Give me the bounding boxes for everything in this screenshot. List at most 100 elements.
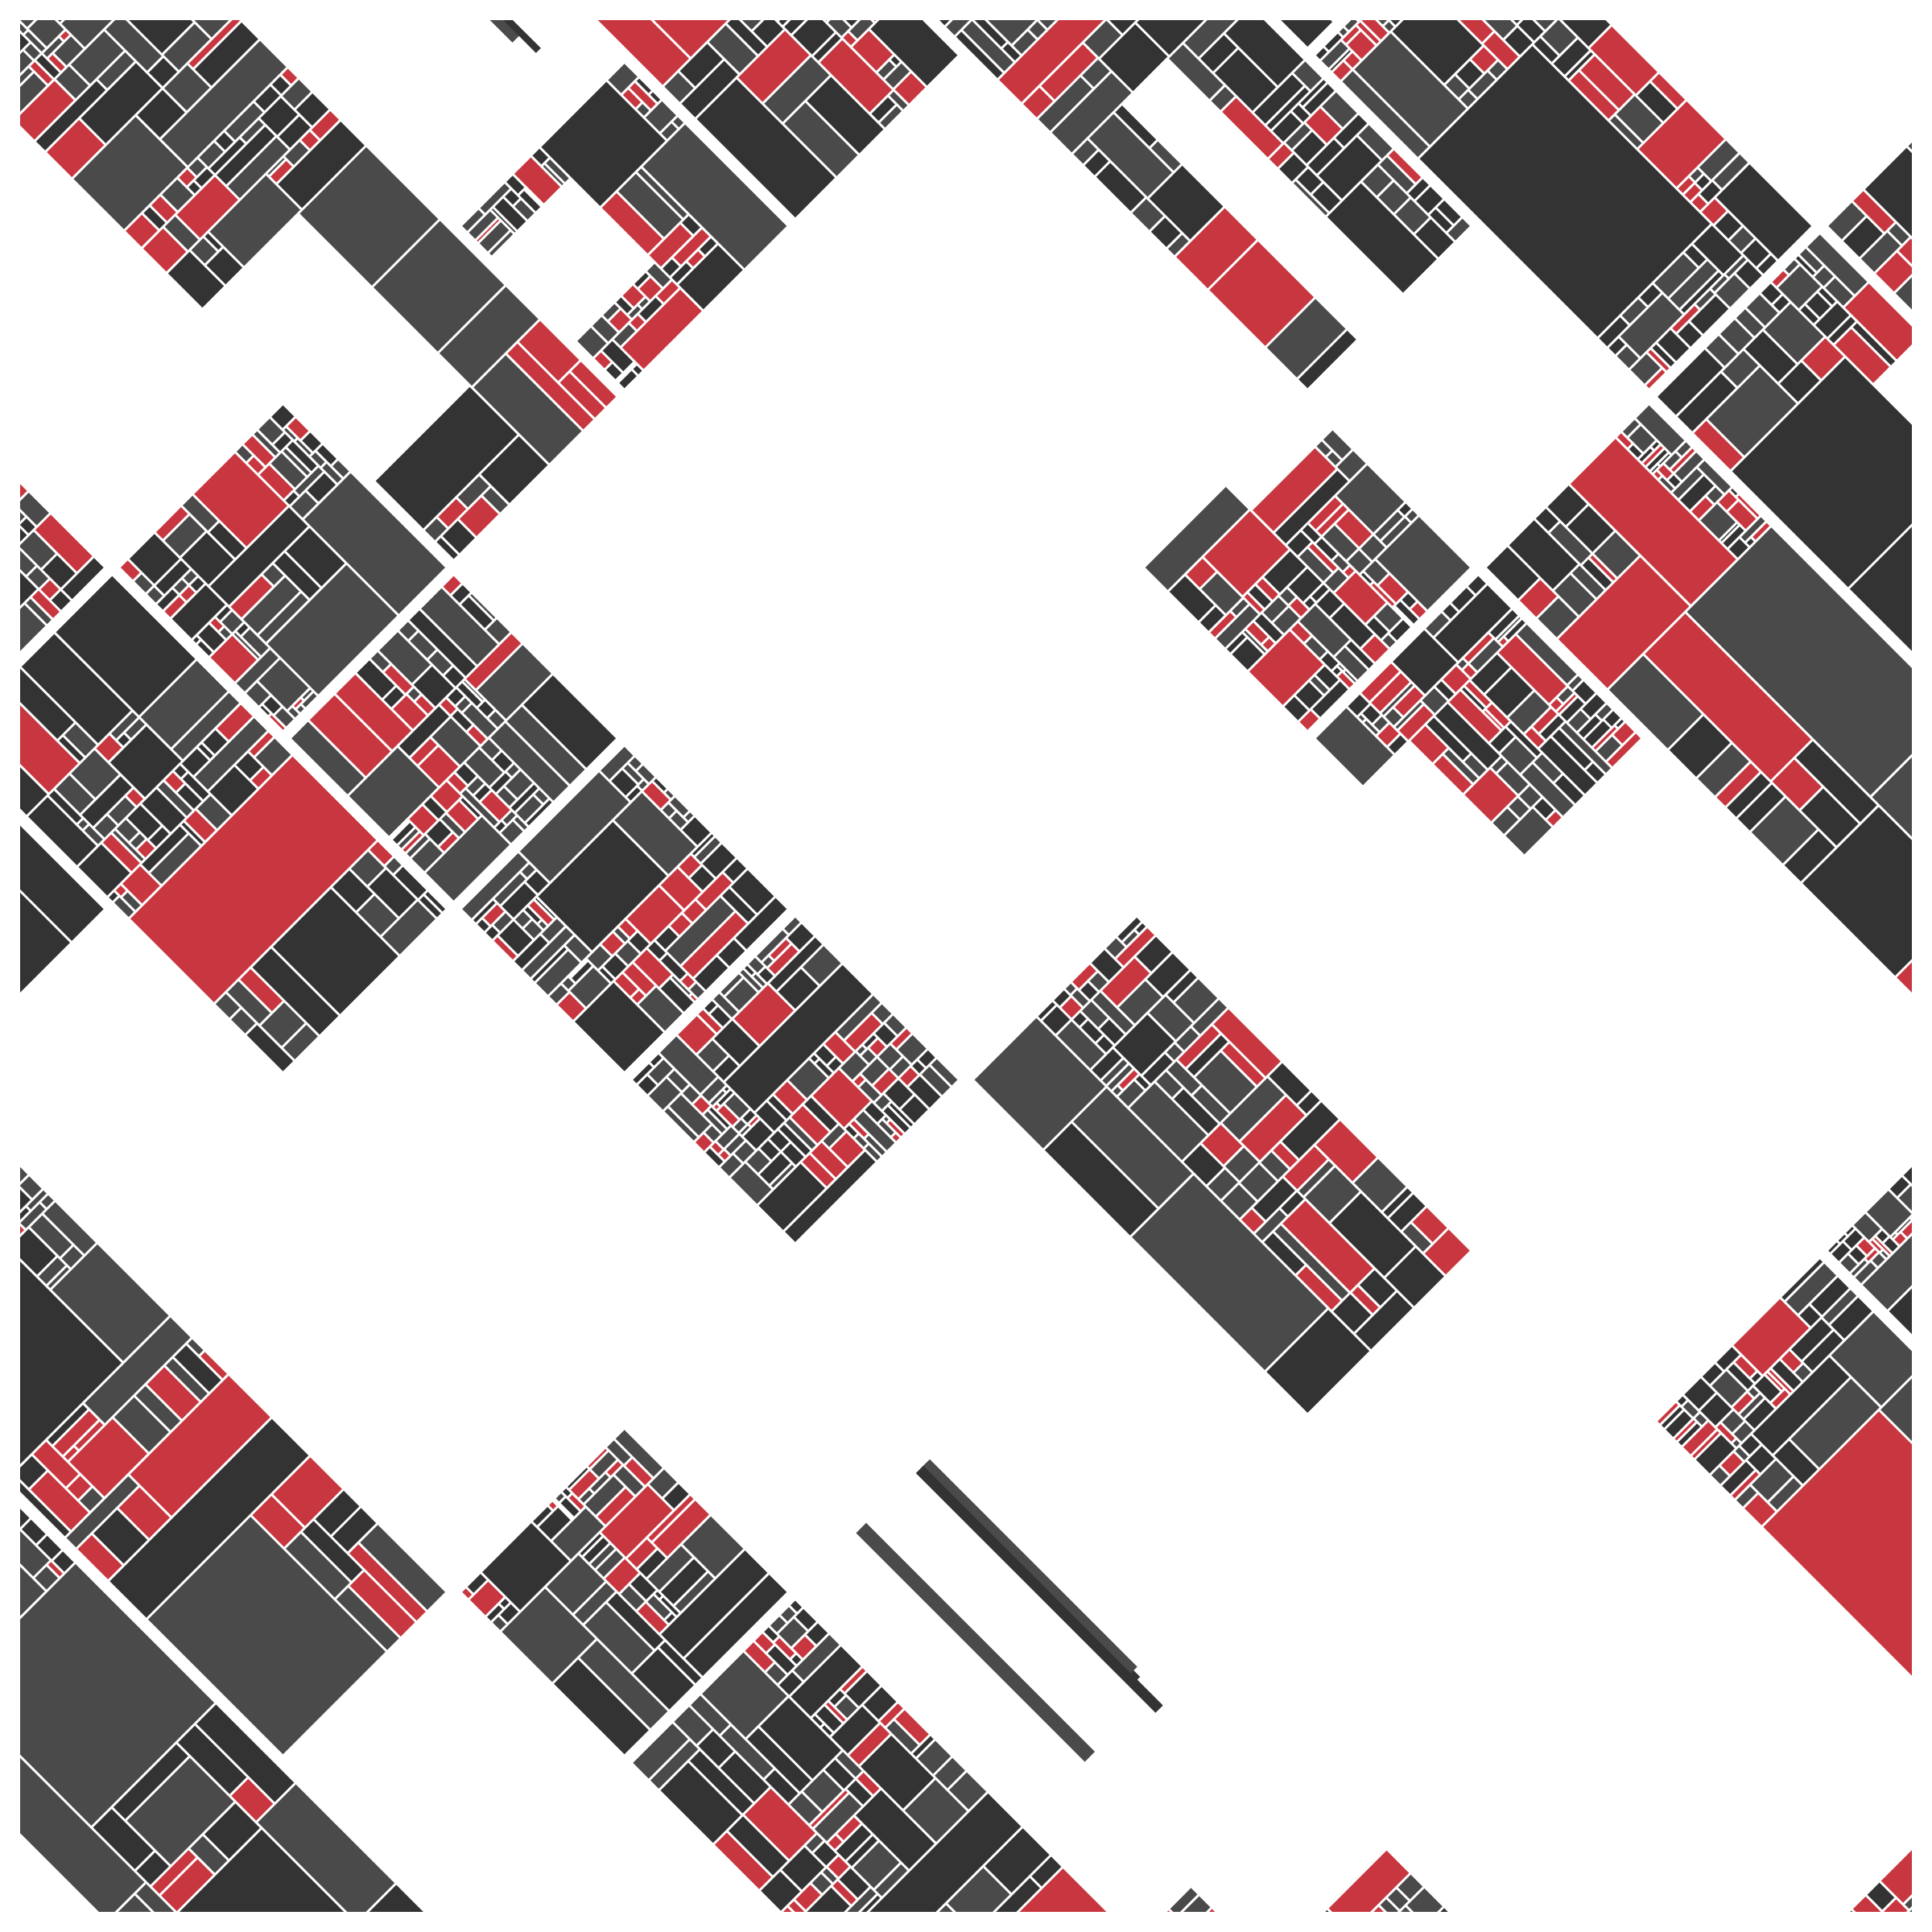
- tile: [873, 20, 877, 22]
- tile: [1092, 1049, 1122, 1080]
- tile: [70, 31, 124, 85]
- tile: [1435, 704, 1501, 769]
- tile: [136, 1852, 169, 1885]
- tile: [619, 370, 637, 389]
- tile: [790, 1793, 821, 1824]
- tile: [477, 219, 500, 242]
- tile: [1335, 114, 1368, 147]
- tile: [143, 207, 166, 229]
- tile: [779, 1672, 803, 1695]
- tile: [468, 726, 486, 745]
- tile: [1894, 1233, 1906, 1245]
- tile: [20, 1455, 47, 1488]
- tile: [912, 1061, 925, 1074]
- tile: [1505, 27, 1533, 56]
- tile: [619, 920, 636, 937]
- tile: [600, 968, 614, 982]
- tile: [118, 1895, 151, 1912]
- tile: [815, 1046, 835, 1064]
- tile: [698, 1040, 728, 1070]
- tile: [898, 1034, 927, 1063]
- tile: [1668, 475, 1681, 487]
- tile: [1408, 179, 1429, 200]
- tile: [1766, 1373, 1783, 1390]
- tile: [668, 1070, 688, 1091]
- tile: [69, 1418, 147, 1497]
- tile: [1356, 1292, 1413, 1350]
- tile: [661, 1597, 679, 1616]
- tile: [197, 641, 213, 656]
- tile: [845, 1125, 857, 1137]
- tile: [592, 316, 617, 342]
- tile: [1257, 579, 1278, 601]
- tile: [514, 157, 560, 204]
- tile: [807, 1623, 828, 1645]
- tile: [763, 956, 773, 967]
- tile: [996, 1877, 1040, 1912]
- tile: [823, 1125, 845, 1147]
- tile: [485, 927, 499, 939]
- tile: [316, 445, 336, 464]
- tile: [255, 738, 291, 774]
- tile: [1178, 1026, 1220, 1067]
- tile: [190, 1835, 228, 1873]
- tile: [448, 774, 467, 792]
- tile: [1731, 489, 1738, 496]
- tile: [664, 72, 694, 102]
- tile: [1327, 183, 1437, 293]
- tile: [1390, 20, 1401, 26]
- tile: [601, 746, 634, 780]
- tile: [693, 1096, 710, 1113]
- tile: [650, 1740, 699, 1789]
- tile: [477, 645, 551, 719]
- tile: [510, 784, 538, 811]
- tile: [1754, 1376, 1781, 1402]
- tile: [1884, 1237, 1898, 1252]
- tile: [1852, 323, 1896, 365]
- tile: [1867, 1191, 1912, 1236]
- tile: [1336, 464, 1405, 533]
- tile: [1844, 283, 1912, 360]
- tile: [759, 968, 774, 983]
- tile: [20, 1509, 30, 1528]
- tile: [1659, 454, 1670, 465]
- tile: [20, 767, 47, 815]
- tile: [383, 687, 404, 708]
- tile: [1167, 1061, 1200, 1094]
- tile: [473, 355, 582, 464]
- tile: [1209, 241, 1315, 346]
- tile: [236, 445, 253, 462]
- tile: [1554, 575, 1596, 616]
- tile: [696, 837, 720, 862]
- tile: [272, 889, 398, 1014]
- tile: [393, 696, 427, 729]
- tile: [1720, 320, 1753, 353]
- tile: [1286, 124, 1311, 149]
- tile: [1700, 503, 1736, 539]
- tile: [1901, 1222, 1912, 1237]
- tile: [27, 567, 48, 588]
- tile: [301, 131, 319, 149]
- tile: [1690, 295, 1729, 334]
- tile: [806, 1835, 824, 1852]
- tile: [1211, 86, 1235, 110]
- tile: [1323, 525, 1358, 560]
- tile: [500, 1599, 510, 1608]
- tile: [607, 1461, 621, 1476]
- tile: [985, 1828, 1050, 1893]
- tile: [1132, 1175, 1327, 1370]
- tile: [1082, 60, 1110, 88]
- tile: [442, 520, 475, 554]
- tile: [1629, 445, 1642, 458]
- tile: [241, 120, 264, 142]
- tile: [1108, 1065, 1133, 1090]
- tile: [267, 564, 398, 695]
- tile: [828, 1835, 842, 1849]
- tile: [111, 712, 138, 739]
- tile: [1361, 572, 1373, 584]
- tile: [674, 1707, 712, 1744]
- tile: [718, 939, 745, 967]
- tile: [94, 815, 117, 838]
- tile: [1255, 614, 1282, 642]
- tile: [679, 43, 723, 87]
